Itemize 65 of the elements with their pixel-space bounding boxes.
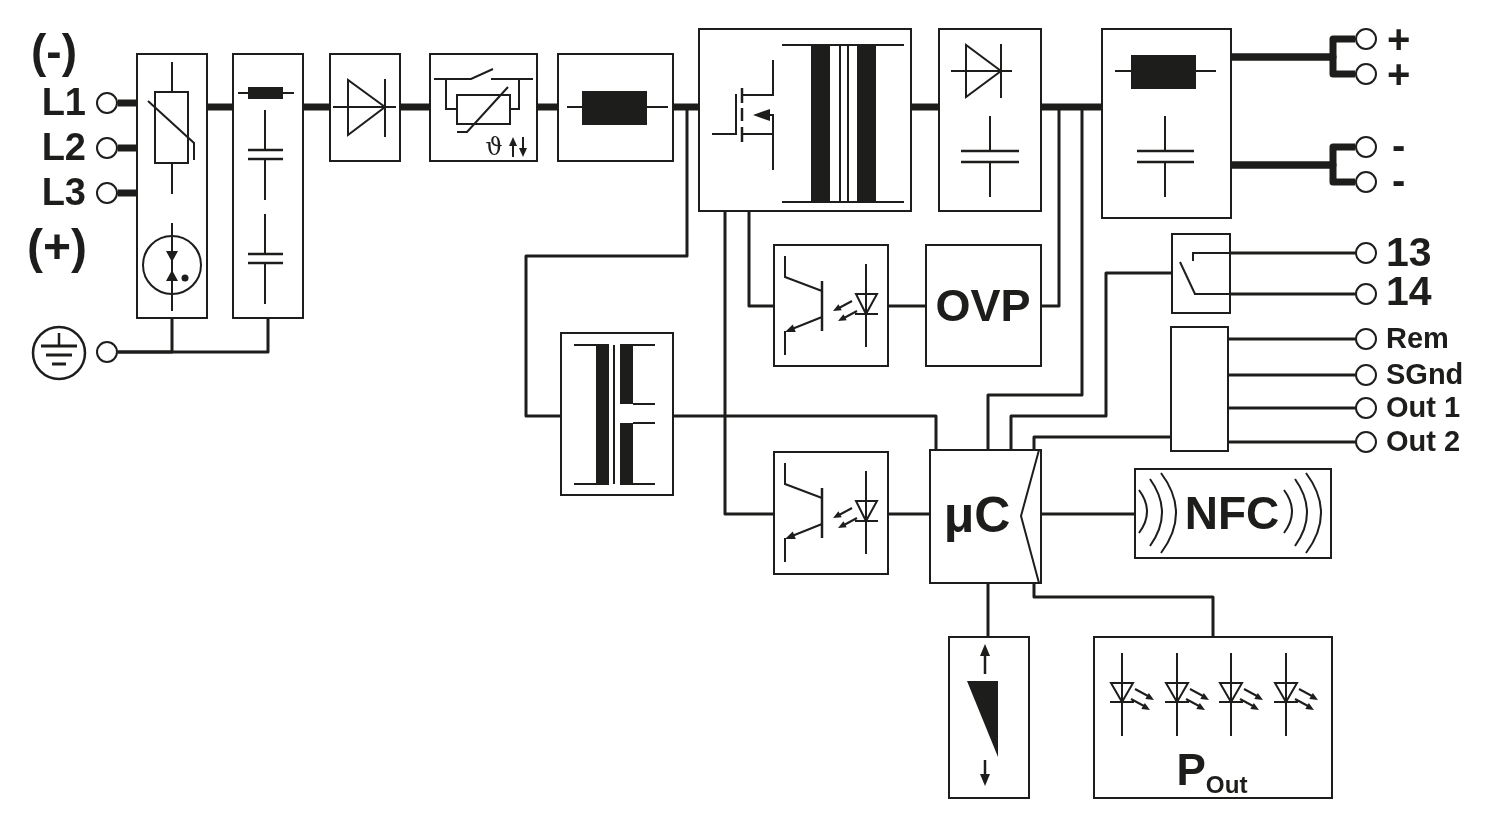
block-label: P$_{Out}$: [1176, 744, 1248, 798]
terminal-circle: [1355, 171, 1377, 193]
wire: [1231, 251, 1355, 255]
terminal-circle: [1355, 283, 1377, 305]
terminal-circle: [96, 137, 118, 159]
terminal-label: SGnd: [1386, 358, 1464, 392]
terminal-label: L3: [41, 171, 86, 215]
wire: [524, 105, 689, 418]
function-block: [136, 53, 208, 319]
terminal-circle: [96, 92, 118, 114]
block-label: OVP: [935, 280, 1031, 332]
terminal-circle: [1355, 364, 1377, 386]
block-label: NFC: [1184, 486, 1280, 540]
block-label: ϑ: [485, 134, 503, 162]
terminal-circle: [1355, 136, 1377, 158]
wire: [1229, 406, 1355, 410]
function-block: [1170, 326, 1229, 452]
function-block: [329, 53, 401, 162]
wire: [889, 512, 929, 516]
terminal-circle: [96, 341, 118, 363]
terminal-label: L2: [41, 126, 86, 170]
terminal-label: Out 2: [1386, 425, 1461, 459]
wire: [1229, 373, 1355, 377]
terminal-circle: [1355, 431, 1377, 453]
function-block: [232, 53, 304, 319]
wire: [747, 212, 773, 308]
function-block: [557, 53, 674, 162]
terminal-circle: [1355, 63, 1377, 85]
function-block: [1093, 636, 1333, 799]
wire: [1229, 337, 1355, 341]
function-block: [1134, 468, 1332, 559]
function-block: [773, 451, 889, 575]
wire: [1009, 271, 1171, 449]
terminal-circle: [1355, 397, 1377, 419]
function-block: [938, 28, 1042, 212]
wire: [723, 212, 773, 516]
wire: [118, 319, 270, 354]
wire: [986, 105, 1084, 449]
function-block: [560, 332, 674, 496]
terminal-circle: [1355, 328, 1377, 350]
block-label: μC: [943, 487, 1011, 545]
wire: [986, 584, 990, 636]
wire: [889, 304, 925, 308]
wire: [1042, 512, 1134, 516]
wire: [1032, 584, 1215, 636]
terminal-circle: [96, 182, 118, 204]
function-block: [948, 636, 1030, 799]
polarity-label: (-): [31, 24, 77, 78]
function-block: [773, 244, 889, 367]
terminal-label: L1: [41, 81, 86, 125]
wire: [1032, 435, 1170, 449]
wire: [1229, 440, 1355, 444]
function-block: [698, 28, 912, 212]
function-block: [1171, 233, 1231, 314]
function-block: [1101, 28, 1232, 219]
terminal-circle: [1355, 28, 1377, 50]
terminal-label: Out 1: [1386, 391, 1461, 425]
wire: [674, 414, 938, 449]
function-block: [429, 53, 538, 162]
terminal-circle: [1355, 242, 1377, 264]
function-block: [925, 244, 1042, 367]
terminal-label: Rem: [1386, 322, 1449, 356]
wire: [1231, 292, 1355, 296]
function-block: [929, 449, 1042, 584]
polarity-label: (+): [27, 219, 87, 275]
